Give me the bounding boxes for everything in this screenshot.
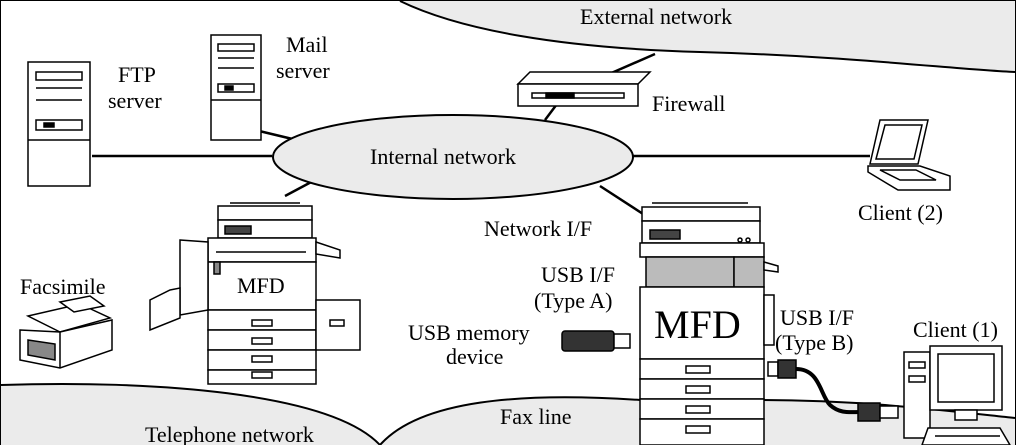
- fax-line-label: Fax line: [500, 404, 572, 429]
- usb-a-label-line1: USB I/F: [541, 262, 615, 287]
- usb-memory-icon: [561, 330, 631, 352]
- mail-label-line2: server: [276, 58, 330, 83]
- usb-cable-icon: [767, 359, 899, 422]
- facsimile-label: Facsimile: [20, 274, 106, 299]
- ftp-label-line2: server: [108, 88, 162, 113]
- internal-network-label: Internal network: [370, 144, 516, 169]
- mail-label-line1: Mail: [286, 32, 328, 57]
- firewall-icon: [516, 71, 652, 107]
- external-network-region: External network: [399, 0, 1016, 73]
- mfd-left-label: MFD: [237, 273, 285, 298]
- internal-network: Internal network: [272, 114, 634, 200]
- mail-server-icon: [210, 34, 262, 141]
- usb-memory-label-line2: device: [446, 344, 503, 369]
- client2-label: Client (2): [858, 200, 943, 225]
- mfd-printer-icon: [149, 202, 361, 385]
- usb-memory-label-line1: USB memory: [408, 320, 530, 345]
- mfd-printer-icon: [639, 202, 779, 445]
- ftp-label-line1: FTP: [118, 62, 156, 87]
- mfd-main-label: MFD: [654, 302, 741, 347]
- network-if-label: Network I/F: [484, 216, 592, 241]
- usb-a-label-line2: (Type A): [534, 288, 613, 313]
- telephone-network-region: Telephone network Fax line: [0, 382, 1016, 445]
- telephone-network-label: Telephone network: [145, 422, 314, 445]
- usb-b-label-line1: USB I/F: [780, 305, 854, 330]
- client1-label: Client (1): [913, 317, 998, 342]
- ftp-server-icon: [27, 61, 91, 187]
- usb-b-label-line2: (Type B): [775, 330, 854, 355]
- firewall-label: Firewall: [652, 91, 725, 116]
- laptop-icon: [867, 119, 951, 191]
- desktop-pc-icon: [903, 345, 1011, 445]
- external-network-label: External network: [580, 4, 732, 29]
- facsimile-icon: [19, 295, 113, 369]
